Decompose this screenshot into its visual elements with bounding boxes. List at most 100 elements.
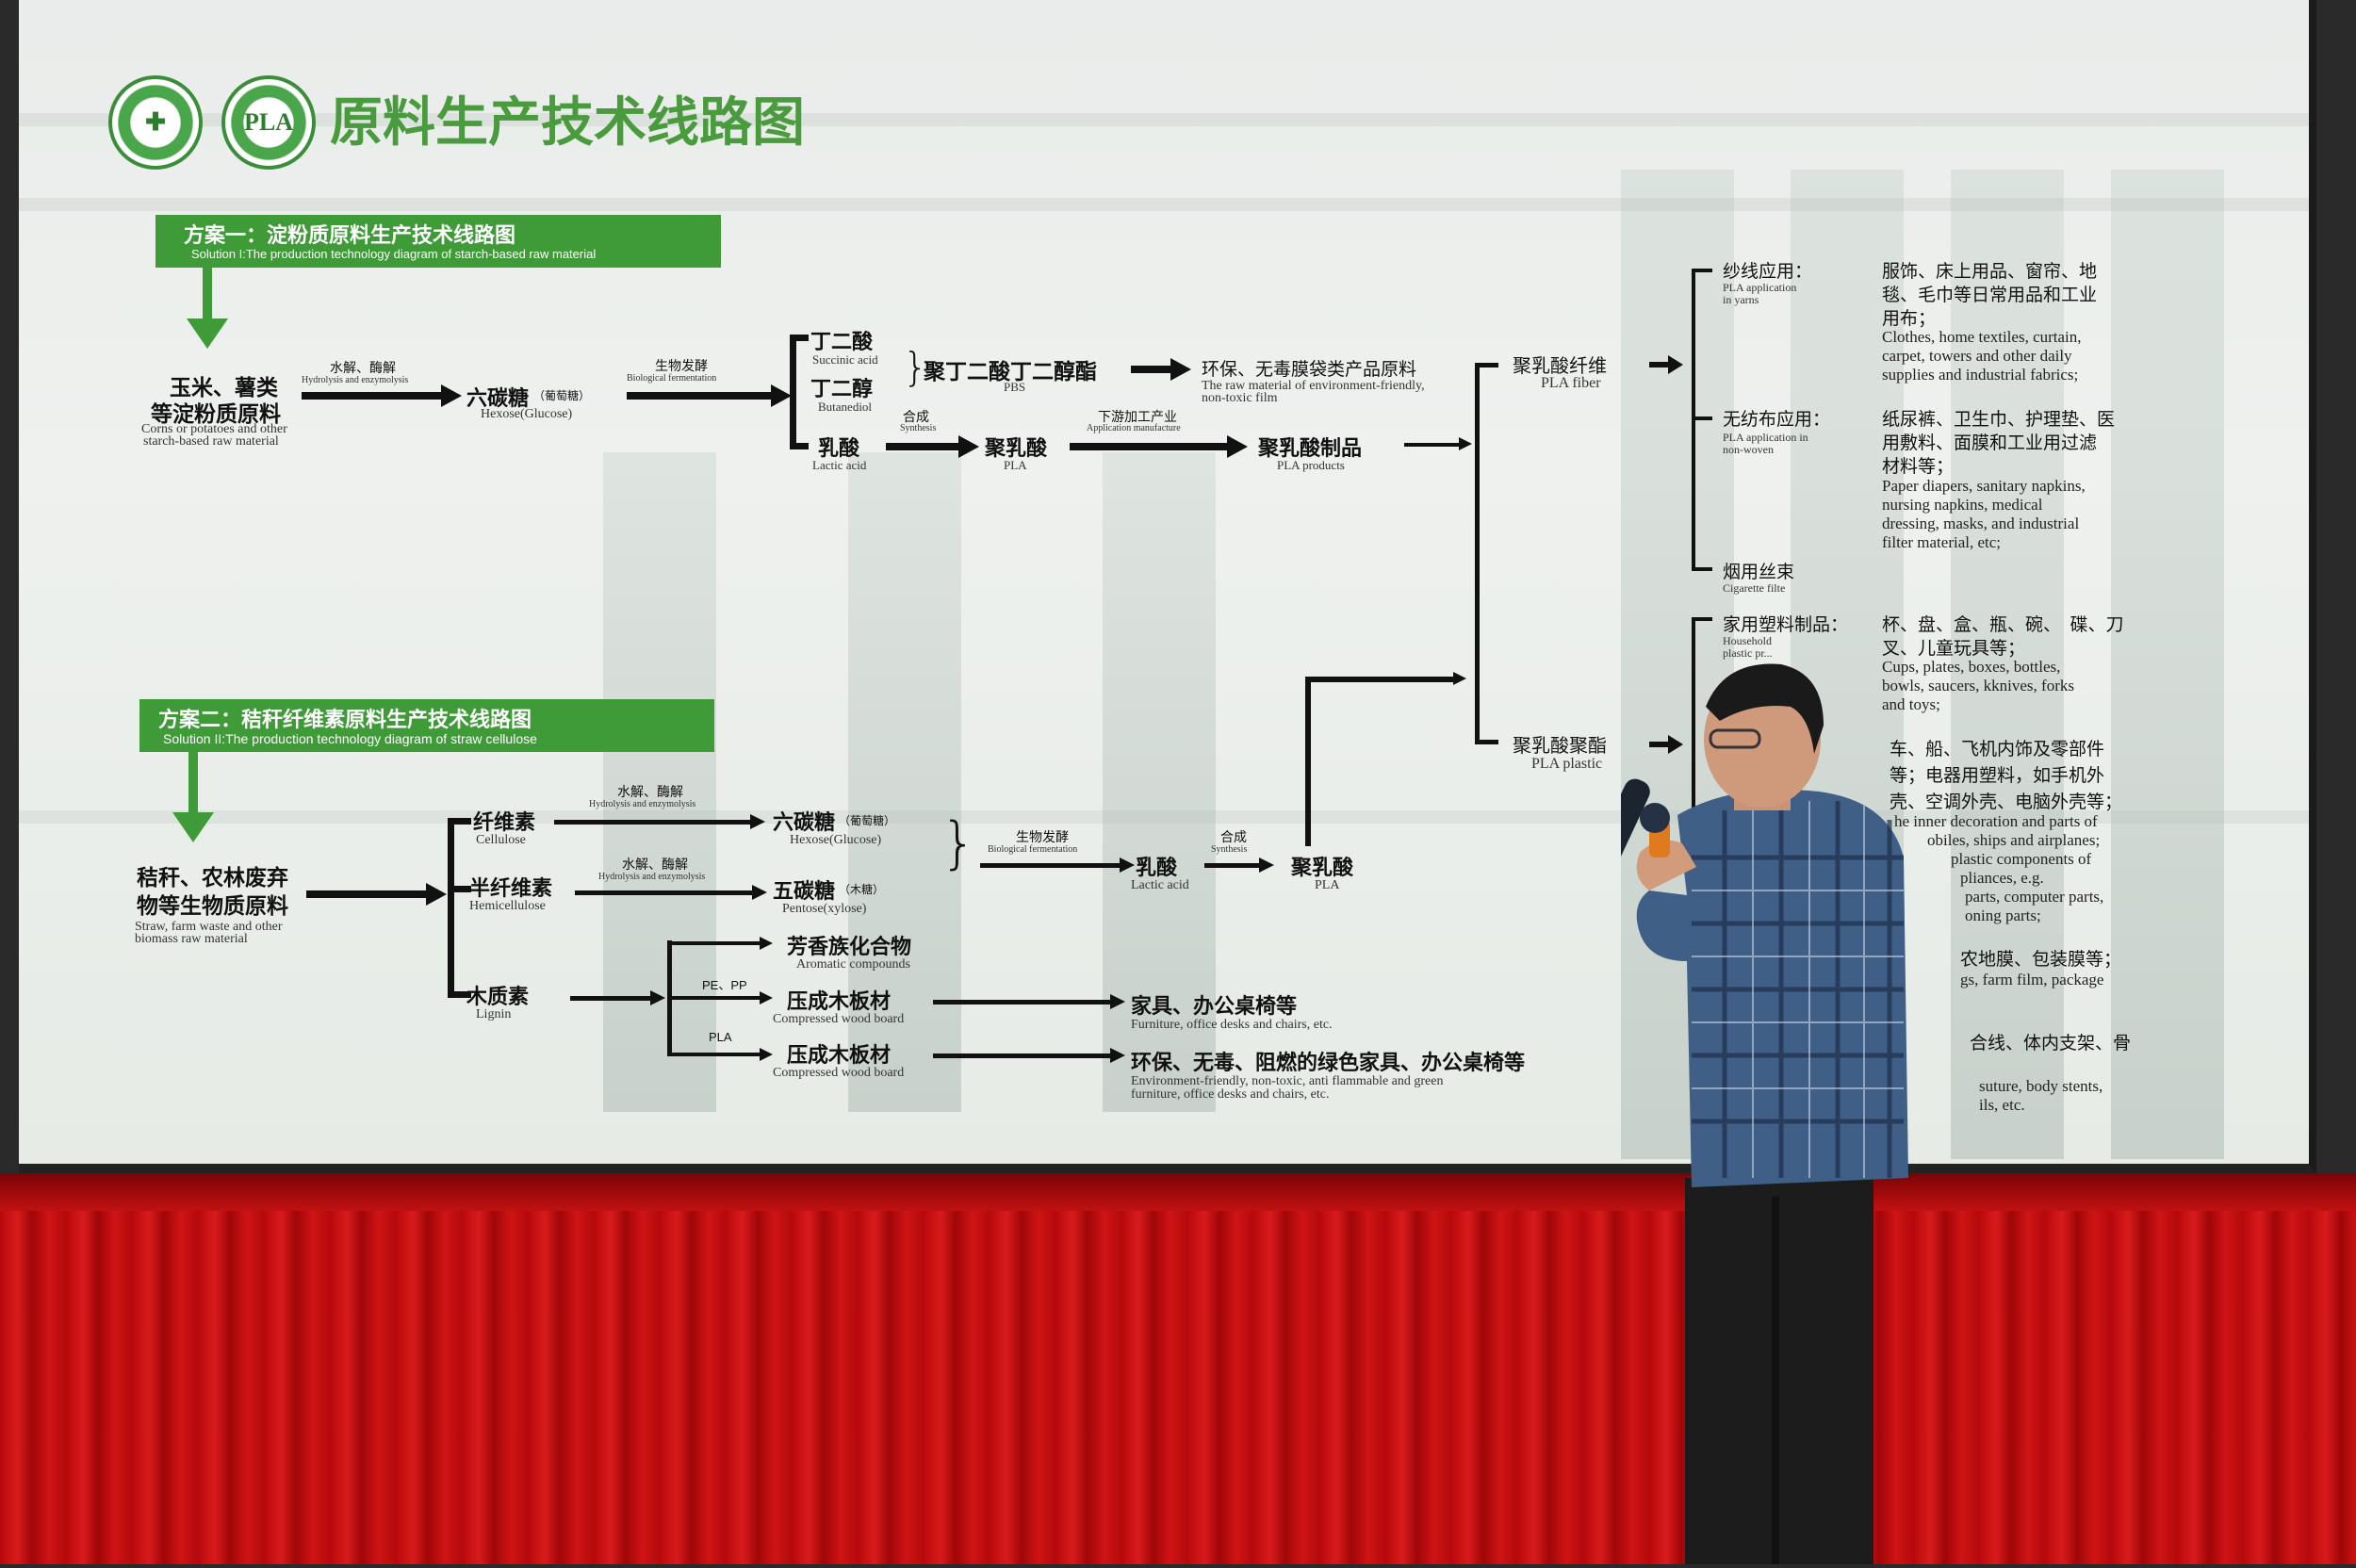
s1-lactic-en: Lactic acid (812, 458, 867, 472)
s1-succinic: 丁二酸 (810, 331, 874, 354)
s2-pla-up-line (1305, 677, 1311, 846)
solution2-heading: 方案二：秸秆纤维素原料生产技术线路图 (158, 709, 532, 732)
s2-furn-en: Furniture, office desks and chairs, etc. (1131, 1018, 1333, 1032)
s2-aromatic: 芳香族化合物 (787, 936, 912, 959)
projection-screen: ✚ PLA 原料生产技术线路图 方案一：淀粉质原料生产技术线路图 Solutio… (19, 0, 2316, 1173)
s1-arrow-to-branch (1404, 443, 1461, 447)
agri-desc-en: gs, farm film, package (1960, 971, 2104, 988)
yarn-desc2: 毯、毛巾等日常用品和工业 (1882, 285, 2098, 305)
s2-hyd1-en: Hydrolysis and enzymolysis (589, 799, 696, 809)
ind-desc1: 车、船、飞机内饰及零部件 (1890, 739, 2105, 760)
fiber-arrow (1649, 362, 1670, 368)
pla-fiber: 聚乳酸纤维 (1513, 354, 1607, 377)
s2-pla: 聚乳酸 (1291, 857, 1354, 880)
s1-arrow2-head (771, 384, 792, 407)
ind-desc-en4: pliances, e.g. (1960, 869, 2044, 887)
s2-source-line2: 物等生物质原料 (137, 894, 288, 919)
s2-green-en2: furniture, office desks and chairs, etc. (1131, 1087, 1330, 1102)
green-down-line-2 (188, 752, 198, 818)
s2-ferm: 生物发酵 (1016, 830, 1069, 845)
plastic-bracket-1 (1692, 617, 1712, 621)
s1-film-en2: non-toxic film (1202, 391, 1278, 405)
yarn-desc-en3: supplies and industrial fabrics; (1882, 366, 2079, 384)
s1-source-line2: 等淀粉质原料 (151, 402, 281, 427)
s1-synth-en: Synthesis (900, 423, 937, 433)
nonwoven-desc-en4: filter material, etc; (1882, 533, 2002, 551)
s2-pla-label: PLA (709, 1030, 732, 1044)
lignin-arrow-board1-head (760, 991, 773, 1004)
solution2-heading-en: Solution II:The production technology di… (163, 731, 537, 746)
presenter (1585, 650, 1932, 1564)
s1-arrow1-label-en: Hydrolysis and enzymolysis (302, 375, 409, 385)
fiber-arrow-head (1668, 355, 1683, 374)
pla-plastic-en: PLA plastic (1531, 756, 1603, 772)
s2-pentose-sub: （木糖） (839, 883, 885, 896)
pla-plastic: 聚乳酸聚酯 (1513, 734, 1607, 757)
s2-pla-en: PLA (1315, 878, 1340, 892)
nonwoven-en1: PLA application in (1723, 431, 1808, 444)
branch-line (1475, 363, 1480, 744)
s2-board1: 压成木板材 (787, 990, 892, 1014)
s2-board2-en: Compressed wood board (773, 1066, 905, 1080)
s2-pla-up-head (1453, 672, 1466, 685)
s1-source-en1: Corns or potatoes and other (141, 422, 287, 436)
s1-arrow-to-branch-head (1459, 437, 1472, 450)
s2-arrow-ferm-head (1120, 858, 1135, 873)
s1-arrow1-head (441, 384, 462, 407)
yarn-desc1: 服饰、床上用品、窗帘、地 (1882, 261, 2098, 282)
s2-bracket (448, 818, 454, 997)
s2-hexose-en: Hexose(Glucose) (790, 833, 882, 847)
ind-desc-en1: he inner decoration and parts of (1894, 812, 2098, 830)
page-title: 原料生产技术线路图 (330, 92, 805, 154)
s2-aromatic-en: Aromatic compounds (796, 957, 910, 972)
s2-bracket-top (448, 818, 471, 825)
branch-bottom (1475, 740, 1498, 744)
s1-arrow2 (627, 392, 773, 400)
lignin-arrow-board2-head (760, 1048, 773, 1061)
s2-lignin-en: Lignin (476, 1007, 512, 1021)
ind-desc3: 壳、空调外壳、电脑外壳等； (1890, 792, 2123, 812)
nonwoven-desc2: 用敷料、面膜和工业用过滤 (1882, 433, 2098, 453)
s2-pentose-en: Pentose(xylose) (782, 902, 867, 916)
s2-furn: 家具、办公桌椅等 (1131, 995, 1298, 1019)
household-desc-en2: bowls, saucers, kknives, forks (1882, 677, 2074, 694)
s2-arrow-hemi (575, 890, 754, 895)
s1-bracket-top (790, 335, 809, 341)
s2-pla-up-horizontal (1305, 677, 1456, 682)
household-desc-en3: and toys; (1882, 695, 1940, 713)
s2-hyd2: 水解、酶解 (622, 858, 688, 873)
nonwoven-desc-en3: dressing, masks, and industrial (1882, 514, 2080, 532)
s1-arrow-lactic-head (958, 435, 979, 458)
s1-synth: 合成 (903, 410, 929, 425)
s2-cellulose: 纤维素 (473, 811, 536, 835)
s1-succinic-en: Succinic acid (812, 352, 878, 367)
plastic-arrow (1649, 742, 1670, 747)
plastic-arrow-head (1668, 735, 1683, 754)
s2-source-line1: 秸秆、农林废弃 (137, 866, 288, 890)
household-en1: Household (1723, 634, 1772, 647)
s1-arrow1-label: 水解、酶解 (330, 361, 396, 376)
s2-lignin: 木质素 (466, 986, 530, 1009)
s2-brace-icon: } (941, 810, 977, 876)
s2-hemi-en: Hemicellulose (469, 899, 546, 913)
cig-label: 烟用丝束 (1723, 562, 1795, 582)
solution1-heading-box: 方案一：淀粉质原料生产技术线路图 Solution I:The producti… (155, 215, 721, 268)
s1-pla-en: PLA (1004, 458, 1027, 472)
yarn-en1: PLA application (1723, 281, 1797, 294)
s1-downstream: 下游加工产业 (1098, 410, 1177, 425)
s1-bracket-bottom (790, 443, 809, 449)
s1-arrow2-label: 生物发酵 (655, 359, 708, 374)
lignin-arrow-aromatic-head (760, 937, 773, 950)
ind-desc-en3: plastic components of (1951, 850, 2092, 868)
s2-arrow-green (933, 1054, 1112, 1058)
s2-arrow-furn (933, 1000, 1112, 1004)
solution1-heading: 方案一：淀粉质原料生产技术线路图 (184, 224, 516, 248)
s2-arrow-synth (1204, 863, 1261, 868)
s2-arrow-furn-head (1110, 994, 1125, 1009)
s2-source-en2: biomass raw material (135, 932, 248, 946)
lignin-arrow-board2 (667, 1053, 761, 1056)
s2-bracket-bottom (448, 991, 471, 998)
household-label: 家用塑料制品： (1723, 614, 1849, 635)
s1-lactic: 乳酸 (818, 437, 860, 461)
s2-green-en1: Environment-friendly, non-toxic, anti fl… (1131, 1074, 1444, 1088)
